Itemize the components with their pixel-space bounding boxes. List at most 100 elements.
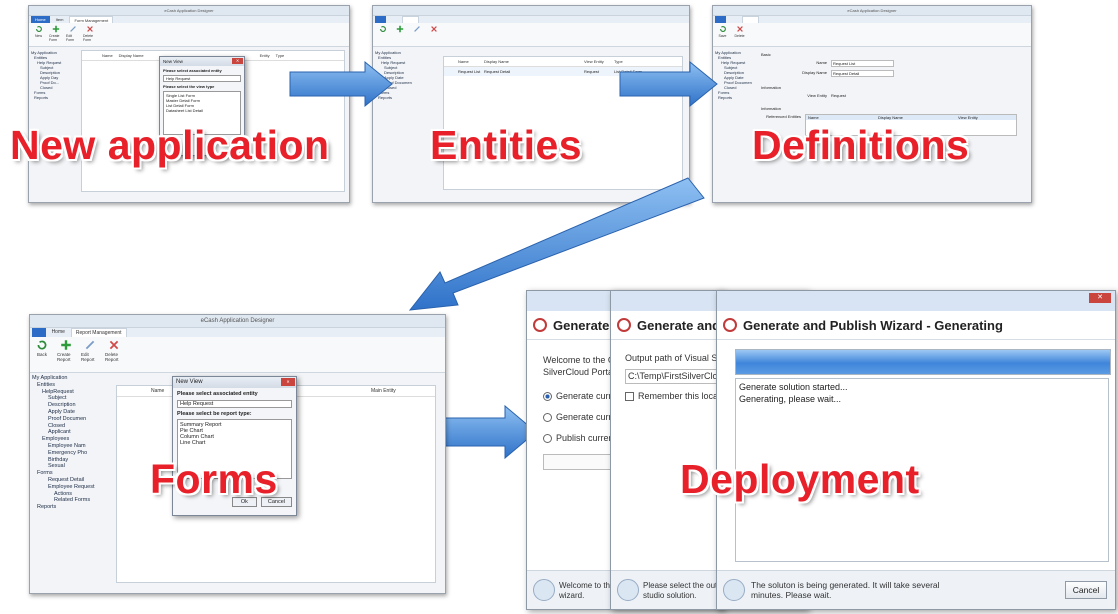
tree-item[interactable]: Reports — [37, 504, 57, 511]
list-item[interactable]: Line Chart — [180, 440, 206, 446]
list-item[interactable]: Datasheet List Detail — [166, 108, 203, 113]
cancel-button[interactable]: Cancel — [1065, 581, 1107, 599]
back-button[interactable]: Back — [33, 339, 51, 370]
tree-item[interactable]: Description — [724, 70, 745, 75]
tree-item[interactable]: Apply Date — [724, 75, 744, 80]
tree-item[interactable]: Proof Documen — [384, 80, 412, 85]
tree-item[interactable]: Proof Documen — [48, 415, 87, 422]
tree-item[interactable]: Forms — [34, 90, 46, 95]
tree-item[interactable]: Apply Date — [384, 75, 404, 80]
tree-item[interactable]: Employees — [42, 436, 70, 443]
tree-item[interactable]: Reports — [718, 95, 733, 100]
create-button[interactable] — [393, 25, 406, 44]
close-icon[interactable]: ✕ — [232, 58, 243, 64]
tree-item[interactable]: Actions — [54, 490, 73, 497]
list-item[interactable]: Summary Report — [180, 422, 222, 428]
tab-form-management[interactable] — [741, 16, 760, 23]
save-button[interactable]: Save — [716, 25, 729, 44]
entity-select[interactable]: Help Request — [177, 400, 292, 408]
radio-option[interactable]: Publish current — [543, 432, 723, 444]
tree-item[interactable]: Employee Request — [48, 483, 95, 490]
tree-item[interactable]: Subject — [724, 65, 738, 70]
tree-item[interactable]: My Application — [715, 50, 741, 55]
tree-item[interactable]: Forms — [718, 90, 730, 95]
tree-item[interactable]: Entities — [718, 55, 732, 60]
list-item[interactable]: Master Detail Form — [166, 98, 201, 103]
create-form-button[interactable]: Create Form — [49, 25, 62, 44]
tree-item[interactable]: Closed — [724, 85, 737, 90]
tree-item[interactable]: Reports — [34, 95, 49, 100]
tree-item[interactable]: Proof Do... — [40, 80, 60, 85]
edit-report-button[interactable]: Edit Report — [81, 339, 99, 370]
name-field[interactable]: Request List — [831, 60, 894, 67]
close-icon[interactable]: ✕ — [281, 378, 295, 386]
tree-item[interactable]: Help Request — [721, 60, 746, 65]
tab-home[interactable]: Home — [51, 329, 65, 335]
tree-item[interactable]: Description — [48, 402, 76, 409]
delete-report-button[interactable]: Delete Report — [105, 339, 123, 370]
cancel-button[interactable]: Cancel — [260, 497, 292, 507]
tree-item[interactable]: Entities — [37, 381, 56, 388]
back-button[interactable] — [376, 25, 389, 44]
tab-form-management[interactable] — [401, 16, 420, 23]
tab-home[interactable] — [388, 16, 399, 23]
tree-item[interactable]: HelpRequest — [42, 388, 74, 395]
tab-file[interactable] — [32, 328, 46, 337]
tab-file[interactable] — [375, 16, 387, 23]
tree-item[interactable]: Subject — [48, 395, 67, 402]
tree-item[interactable]: Apply Date — [48, 408, 75, 415]
tab-form-management[interactable]: Form Management — [69, 16, 114, 23]
display-name-field[interactable]: Request Detail — [831, 70, 894, 77]
list-item[interactable]: List Detail Form — [166, 103, 195, 108]
tree-item[interactable]: My Application — [31, 50, 57, 55]
delete-button[interactable] — [427, 25, 440, 44]
tree-item[interactable]: Related Forms — [54, 497, 91, 504]
list-item[interactable]: Column Chart — [180, 434, 214, 440]
tree-item[interactable]: Forms — [37, 470, 53, 477]
view-entity-field[interactable]: Request — [831, 93, 846, 98]
tree-item[interactable]: Entities — [34, 55, 48, 60]
create-report-button[interactable]: Create Report — [57, 339, 75, 370]
tree-item[interactable]: Applicant — [48, 429, 71, 436]
edit-form-button[interactable]: Edit Form — [66, 25, 79, 44]
list-item[interactable]: Pie Chart — [180, 428, 203, 434]
screenshot-forms: eCash Application Designer Home Report M… — [29, 314, 446, 594]
tree-item[interactable]: Request Detail — [48, 476, 85, 483]
delete-button[interactable]: Delete — [733, 25, 746, 44]
grid-header: Name Display Name View Entity — [806, 115, 1016, 120]
tree-item[interactable]: My Application — [32, 375, 68, 381]
navigation-tree: My Application Entities Help Request Sub… — [715, 50, 757, 100]
tab-home[interactable] — [728, 16, 739, 23]
table-row[interactable]: Request List Request Detail Request List… — [444, 67, 682, 76]
tab-report-management[interactable]: Report Management — [70, 328, 127, 337]
ok-button[interactable]: Ok — [231, 497, 257, 507]
radio-option[interactable]: Generate curre — [543, 411, 723, 423]
tree-item[interactable]: Description — [384, 70, 405, 75]
entity-select[interactable]: Help Request — [163, 75, 241, 82]
tree-item[interactable]: Employee Nam — [48, 442, 86, 449]
tree-item[interactable]: Subject — [40, 65, 54, 70]
new-button[interactable]: New — [32, 25, 45, 44]
tree-item[interactable]: Help Request — [37, 60, 62, 65]
close-button[interactable]: ✕ — [1089, 293, 1111, 303]
tab-item[interactable]: Item — [55, 17, 64, 22]
edit-button[interactable] — [410, 25, 423, 44]
delete-form-button[interactable]: Delete Form — [83, 25, 96, 44]
tree-item[interactable]: Closed — [40, 85, 53, 90]
tree-item[interactable]: Sexual — [48, 463, 65, 470]
tree-item[interactable]: My Application — [375, 50, 401, 55]
tree-item[interactable]: Entities — [378, 55, 392, 60]
tree-item[interactable]: Proof Documen — [724, 80, 752, 85]
tree-item[interactable]: Closed — [48, 422, 66, 429]
tab-file[interactable] — [715, 16, 727, 23]
tree-item[interactable]: Help Request — [381, 60, 406, 65]
tree-item[interactable]: Description — [40, 70, 61, 75]
tree-item[interactable]: Reports — [378, 95, 393, 100]
tree-item[interactable]: Birthday — [48, 456, 69, 463]
tab-home[interactable]: Home — [31, 16, 50, 23]
tree-item[interactable]: Apply Day — [40, 75, 59, 80]
remember-checkbox[interactable]: Remember this location — [625, 390, 807, 402]
list-item[interactable]: Single List Form — [166, 93, 195, 98]
radio-option[interactable]: Generate curre — [543, 390, 723, 402]
tree-item[interactable]: Emergency Pho — [48, 449, 88, 456]
